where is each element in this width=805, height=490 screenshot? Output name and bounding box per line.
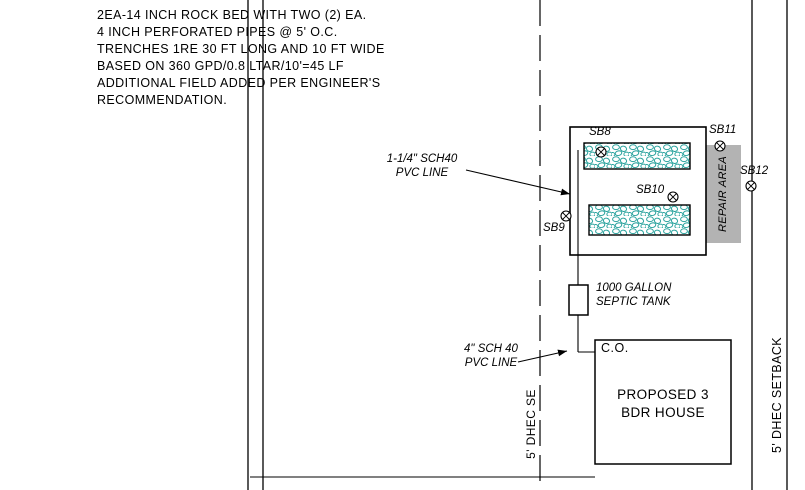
pvc-small-annotation: 1-1/4" SCH40 PVC LINE: [377, 152, 467, 180]
setback-label-right: 5' DHEC SETBACK: [770, 336, 784, 454]
pvc-small-leader-arrow: [465, 169, 571, 196]
septic-tank-line2: SEPTIC TANK: [596, 296, 671, 308]
note-line: RECOMMENDATION.: [97, 92, 228, 107]
note-line: BASED ON 360 GPD/0.8 LTAR/10'=45 LF: [97, 58, 344, 73]
note-line: TRENCHES 1RE 30 FT LONG AND 10 FT WIDE: [97, 41, 385, 56]
rock-bed-lower: [588, 204, 691, 236]
repair-area-label: REPAIR AREA: [717, 155, 730, 233]
drain-field-outline: [569, 126, 707, 256]
pvc-big-annotation: 4" SCH 40 PVC LINE: [450, 342, 532, 370]
sb11-label: SB11: [709, 124, 737, 136]
sb10-label: SB10: [636, 184, 665, 196]
pvc-big-line1: 4" SCH 40: [464, 343, 518, 355]
repair-area-shading: [706, 145, 741, 243]
house-line1: PROPOSED 3: [617, 387, 709, 402]
septic-tank-line1: 1000 GALLON: [596, 282, 672, 294]
house-line2: BDR HOUSE: [621, 404, 705, 420]
sb11-marker-icon: [714, 140, 726, 152]
pvc-big-line2: PVC LINE: [464, 357, 518, 369]
sb8-marker-icon: [595, 146, 607, 158]
sb10-marker-icon: [667, 191, 679, 203]
pvc-small-line2: PVC LINE: [395, 167, 449, 179]
note-line: 4 INCH PERFORATED PIPES @ 5' O.C.: [97, 24, 338, 39]
house-label: PROPOSED 3 BDR HOUSE: [595, 386, 731, 421]
septic-tank-symbol: [568, 284, 589, 316]
cleanout-label: C.O.: [601, 341, 629, 355]
note-line: 2EA-14 INCH ROCK BED WITH TWO (2) EA.: [97, 8, 367, 22]
sb8-label: SB8: [589, 126, 611, 138]
general-notes-block: 2EA-14 INCH ROCK BED WITH TWO (2) EA. 4 …: [97, 7, 385, 108]
pvc-small-line1: 1-1/4" SCH40: [386, 153, 458, 165]
septic-tank-annotation: 1000 GALLON SEPTIC TANK: [596, 281, 671, 309]
sb9-label: SB9: [543, 222, 565, 234]
setback-label-left: 5' DHEC SE: [524, 389, 538, 459]
sb9-marker-icon: [560, 210, 572, 222]
note-line: ADDITIONAL FIELD ADDED PER ENGINEER'S: [97, 75, 381, 90]
house-outline: [594, 339, 732, 465]
pvc-big-leader-arrow: [517, 349, 568, 363]
repair-area: REPAIR AREA: [706, 145, 741, 243]
sb12-label: SB12: [740, 165, 769, 177]
sb12-marker-icon: [745, 180, 757, 192]
